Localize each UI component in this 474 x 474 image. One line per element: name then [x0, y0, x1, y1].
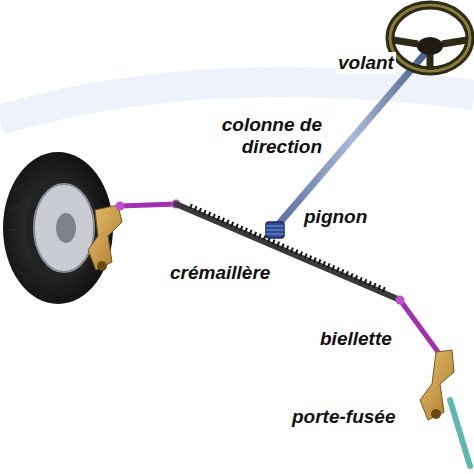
steering-wheel — [390, 5, 470, 71]
right-knuckle — [420, 350, 470, 466]
right-tie-rod — [400, 300, 441, 356]
ball-joint — [116, 202, 125, 211]
part-label: porte-fusée — [290, 406, 397, 428]
ball-joint — [396, 296, 405, 305]
wheel — [3, 152, 113, 304]
part-label: pignon — [302, 206, 369, 228]
left-tie-rod — [120, 204, 176, 206]
part-label: volant — [336, 52, 396, 74]
part-label: colonne de direction — [212, 114, 324, 158]
part-label: biellette — [318, 328, 394, 350]
part-label: crémaillère — [168, 262, 272, 284]
left-knuckle — [88, 205, 122, 271]
pinion — [266, 222, 284, 238]
